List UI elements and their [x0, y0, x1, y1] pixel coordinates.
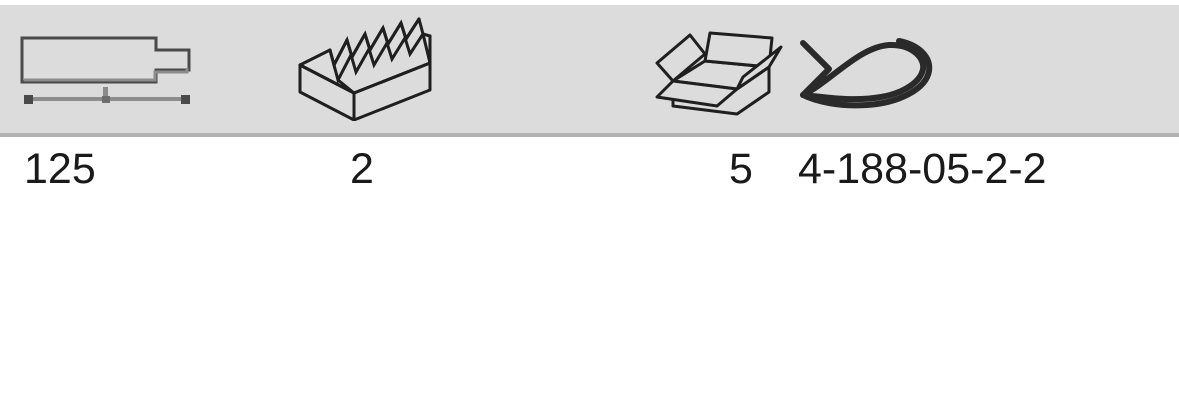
value-packaging-unit: 2 — [350, 145, 374, 193]
value-article-number: 4-188-05-2-2 — [798, 145, 1047, 193]
icon-cell-length — [18, 5, 258, 133]
value-row: 125 2 5 4-188-05-2-2 — [0, 141, 1179, 211]
icon-band — [0, 5, 1179, 137]
icon-cell-box-quantity — [655, 5, 790, 133]
length-dimension-icon — [18, 29, 198, 109]
icon-cell-article-number — [795, 5, 940, 133]
icon-cell-packaging-unit — [290, 5, 450, 133]
tray-of-stacked-items-icon — [290, 17, 440, 121]
blank-area — [0, 211, 1179, 414]
open-cardboard-box-icon — [655, 19, 783, 119]
fish-icon — [795, 23, 935, 115]
value-length: 125 — [24, 145, 96, 193]
value-box-quantity: 5 — [729, 145, 753, 193]
